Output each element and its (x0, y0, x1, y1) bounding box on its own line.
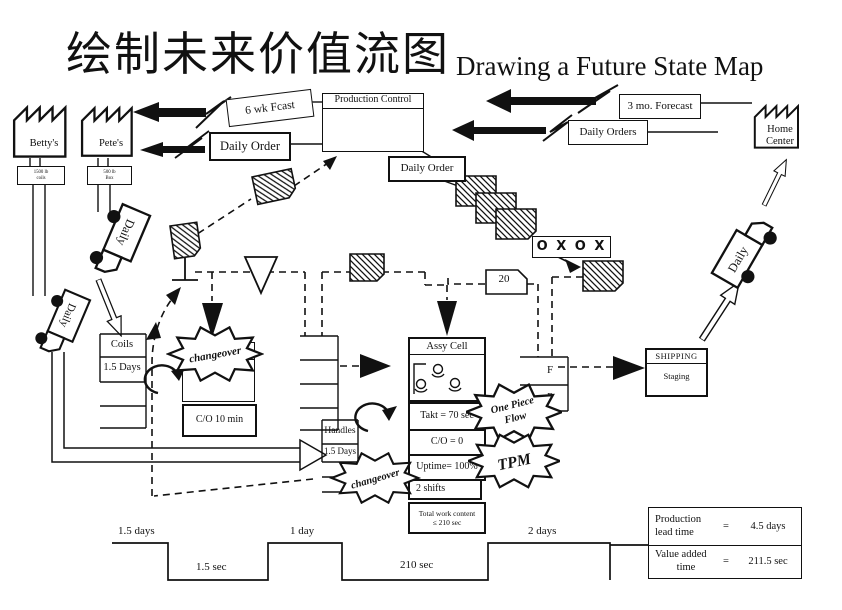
kaizen-burst-handles-changeover: changeover (330, 452, 420, 504)
forecast-3mo-box: 3 mo. Forecast (619, 94, 701, 119)
assy-work-box: Total work content ≤ 210 sec (408, 502, 486, 534)
kanban-card-chain (455, 175, 537, 240)
factory-bettys-label: Betty's (29, 138, 59, 149)
customer-label-line1: Home (767, 124, 793, 135)
shipping-label: SHIPPING (647, 350, 706, 365)
coils-inventory-label: 1.5 Days (103, 362, 141, 373)
flow-arrowheads (146, 156, 645, 380)
betty-lot-line1: 1500 lb (33, 169, 49, 175)
pete-lot-box: 500 lb Box (87, 166, 132, 185)
shipment-arrow-truck-to-customer (757, 156, 793, 209)
handles-inventory-label: 1.5 Days (324, 446, 356, 456)
va-time-eq: = (723, 555, 729, 567)
page-title-zh: 绘制未来价值流图 (66, 29, 450, 80)
truck-pete-icon: Daily (89, 202, 152, 274)
assy-cell-box: Assy Cell (408, 337, 486, 402)
assy-co-box: C/O = 0 (408, 429, 486, 456)
production-control-label: Production Control (323, 94, 423, 109)
heijunka-box: O X O X (532, 236, 611, 258)
timeline-seg4-label: 210 sec (400, 559, 434, 571)
pete-lot-line2: Box (105, 175, 114, 181)
press-data-box: C/O 10 min (182, 404, 257, 437)
va-time-label1: Value added (655, 549, 707, 561)
summary-box: Production lead time = 4.5 days Value ad… (648, 507, 802, 579)
shipping-box: SHIPPING Staging (645, 348, 708, 397)
timeline-ladder (112, 542, 648, 581)
factory-petes-label: Pete's (98, 138, 124, 149)
timeline-seg2-label: 1.5 sec (196, 561, 227, 573)
info-arrow-daily-order-left (140, 130, 322, 159)
einfo-arrow-daily-orders (452, 114, 718, 142)
daily-order-mid-box: Daily Order (388, 156, 466, 182)
production-control-box: Production Control (322, 93, 424, 152)
lead-time-eq: = (723, 520, 729, 532)
assy-work-line2: ≤ 210 sec (432, 518, 462, 527)
supermarket-finished-goods (520, 356, 569, 412)
signal-kanban-triangle (243, 256, 279, 296)
customer-label-line2: Center (766, 136, 794, 147)
assy-operators (413, 363, 462, 394)
kaizen-burst-one-piece-flow: One Piece Flow (466, 383, 562, 441)
kanban-card-to-pc (251, 167, 297, 206)
timeline-seg5-label: 2 days (528, 525, 557, 537)
daily-orders-right-box: Daily Orders (568, 120, 648, 145)
supplier-roads (29, 158, 111, 296)
truck-betty-icon: Daily (35, 288, 92, 353)
batch-pentagon (485, 269, 528, 295)
kanban-card-mid (349, 253, 385, 282)
kaizen-burst-tpm: TPM (468, 433, 560, 489)
kanban-post-icon (169, 221, 202, 281)
lead-time-label2: lead time (655, 526, 694, 538)
kanban-card-after-oxox (582, 260, 624, 292)
truck-customer-icon: Daily (710, 221, 777, 290)
assy-cell-label: Assy Cell (410, 339, 484, 356)
lead-time-label1: Production (655, 514, 702, 526)
betty-lot-line2: coils (36, 175, 46, 181)
coils-label: Coils (110, 339, 134, 350)
va-time-label2: time (676, 561, 696, 573)
supermarket-press-out (300, 335, 339, 431)
daily-order-left-box: Daily Order (209, 132, 291, 161)
kaizen-burst-press-changeover: changeover (167, 326, 263, 382)
fg-market-row-f: F (546, 364, 554, 376)
shipping-sub-label: Staging (663, 371, 690, 382)
betty-lot-box: 1500 lb coils (17, 166, 65, 185)
lead-time-value: 4.5 days (750, 520, 786, 532)
pete-lot-line1: 500 lb (103, 169, 116, 175)
shipment-arrow-pete-to-coils (90, 276, 129, 340)
page-title-en: Drawing a Future State Map (456, 51, 764, 81)
va-time-value: 211.5 sec (748, 555, 788, 567)
shipment-arrow-betty-to-handles (51, 352, 328, 472)
assy-kaizen2-label: TPM (496, 450, 533, 474)
einfo-arrow-3mo (486, 84, 752, 114)
timeline-seg1-label: 1.5 days (118, 525, 155, 537)
assy-work-line1: Total work content (418, 508, 476, 518)
batch-pentagon-label: 20 (498, 273, 510, 285)
handles-label: Handles (324, 426, 356, 436)
timeline-seg3-label: 1 day (290, 525, 315, 537)
withdrawal-loop-handles (354, 402, 397, 433)
